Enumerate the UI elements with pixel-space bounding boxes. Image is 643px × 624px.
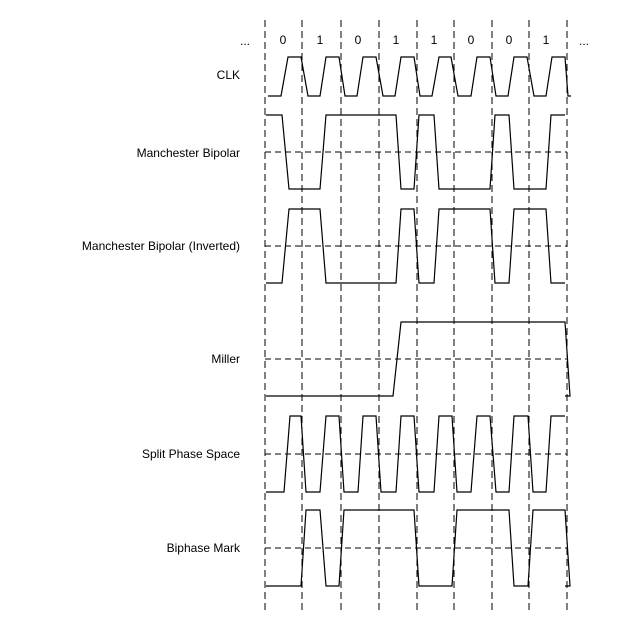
bit-value-2: 1: [317, 33, 324, 47]
waveforms: [266, 56, 571, 587]
mid-level-lines: [265, 151, 567, 549]
waveform-manchester-bipolar: [266, 114, 565, 190]
label-manchester-bipolar-inverted: Manchester Bipolar (Inverted): [82, 239, 240, 253]
waveform-manchester-bipolar-inverted: [266, 208, 565, 284]
bit-value-3: 0: [355, 33, 362, 47]
bit-values: 0 1 0 1 1 0 0 1: [280, 33, 550, 47]
waveform-miller: [266, 321, 571, 397]
waveform-clk: [268, 56, 571, 97]
waveform-split-phase-space: [266, 415, 565, 493]
clock-gridlines: [264, 20, 568, 610]
bit-ellipsis-right: ...: [579, 34, 589, 48]
bit-value-8: 1: [543, 33, 550, 47]
label-clk: CLK: [217, 68, 240, 82]
bit-value-5: 1: [431, 33, 438, 47]
bit-value-4: 1: [393, 33, 400, 47]
bit-value-7: 0: [506, 33, 513, 47]
bit-value-6: 0: [468, 33, 475, 47]
label-miller: Miller: [211, 352, 240, 366]
waveform-biphase-mark: [266, 509, 571, 587]
label-biphase-mark: Biphase Mark: [167, 541, 241, 555]
label-split-phase-space: Split Phase Space: [142, 447, 240, 461]
signal-labels: CLK Manchester Bipolar Manchester Bipola…: [82, 68, 241, 555]
bit-value-1: 0: [280, 33, 287, 47]
label-manchester-bipolar: Manchester Bipolar: [137, 146, 240, 160]
bit-ellipsis-left: ...: [240, 34, 250, 48]
